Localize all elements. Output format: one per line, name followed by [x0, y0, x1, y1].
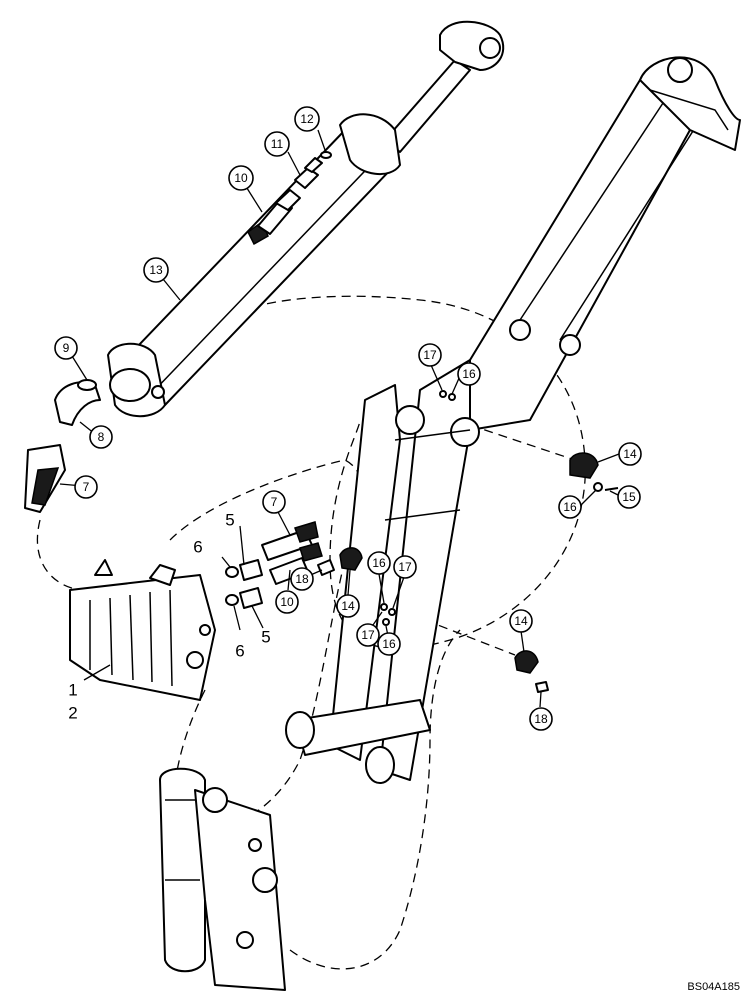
- svg-text:16: 16: [462, 367, 476, 381]
- svg-text:10: 10: [280, 595, 294, 609]
- control-valve: [69, 559, 216, 701]
- svg-text:10: 10: [234, 171, 248, 185]
- svg-text:14: 14: [341, 599, 355, 613]
- svg-text:17: 17: [398, 560, 412, 574]
- callout-15: 15: [617, 485, 641, 509]
- callout-16-lower: 16: [377, 632, 401, 656]
- svg-text:11: 11: [271, 137, 284, 151]
- label-1: 1: [68, 681, 77, 700]
- callout-18-lower: 18: [529, 707, 553, 731]
- svg-text:16: 16: [382, 637, 396, 651]
- svg-text:18: 18: [534, 712, 548, 726]
- leader-lines: [59, 129, 620, 708]
- svg-text:8: 8: [98, 430, 105, 444]
- svg-text:18: 18: [295, 572, 309, 586]
- callout-12: 12: [294, 106, 320, 132]
- label-5-upper: 5: [225, 511, 234, 530]
- callout-10-lower: 10: [275, 590, 299, 614]
- callout-10-upper: 10: [228, 165, 254, 191]
- svg-text:12: 12: [300, 112, 314, 126]
- svg-text:17: 17: [423, 348, 437, 362]
- svg-text:16: 16: [563, 500, 577, 514]
- svg-text:6: 6: [193, 538, 202, 557]
- svg-text:7: 7: [271, 495, 278, 509]
- callout-7-left: 7: [74, 475, 98, 499]
- callout-9: 9: [54, 336, 78, 360]
- svg-text:2: 2: [68, 704, 77, 723]
- cylinder-fittings: [247, 151, 332, 246]
- callout-7-right: 7: [262, 490, 286, 514]
- svg-text:7: 7: [83, 480, 90, 494]
- callout-16-right: 16: [558, 495, 582, 519]
- label-5-lower: 5: [261, 628, 270, 647]
- hydraulic-cylinder: [107, 20, 505, 418]
- svg-text:5: 5: [225, 511, 234, 530]
- svg-text:6: 6: [235, 642, 244, 661]
- callout-17-upper: 17: [418, 343, 442, 367]
- svg-text:15: 15: [622, 490, 636, 504]
- callout-8: 8: [89, 425, 113, 449]
- svg-text:14: 14: [623, 447, 637, 461]
- svg-text:17: 17: [361, 628, 375, 642]
- svg-text:13: 13: [149, 263, 163, 277]
- clamps-and-hardware: [339, 390, 619, 693]
- svg-text:9: 9: [63, 341, 70, 355]
- drawing-reference-code: BS04A185: [687, 981, 740, 993]
- label-6-upper: 6: [193, 538, 202, 557]
- callout-17-lower: 17: [356, 623, 380, 647]
- mounting-bracket: [159, 767, 286, 991]
- svg-text:5: 5: [261, 628, 270, 647]
- callout-14-lower: 14: [509, 609, 533, 633]
- svg-text:16: 16: [372, 556, 386, 570]
- svg-text:BS04A185: BS04A185: [687, 981, 740, 993]
- label-2: 2: [68, 704, 77, 723]
- callout-16-upper: 16: [457, 362, 481, 386]
- callout-13: 13: [143, 257, 169, 283]
- callout-11: 11: [264, 131, 290, 157]
- elbow-and-adapter: [24, 379, 101, 513]
- callout-14-middle: 14: [336, 594, 360, 618]
- svg-text:1: 1: [68, 681, 77, 700]
- callout-14-upper: 14: [618, 442, 642, 466]
- callout-17-middle: 17: [393, 555, 417, 579]
- boom-frame: [285, 56, 741, 784]
- callout-18-upper: 18: [290, 567, 314, 591]
- svg-text:14: 14: [514, 614, 528, 628]
- label-6-lower: 6: [235, 642, 244, 661]
- callout-16-middle: 16: [367, 551, 391, 575]
